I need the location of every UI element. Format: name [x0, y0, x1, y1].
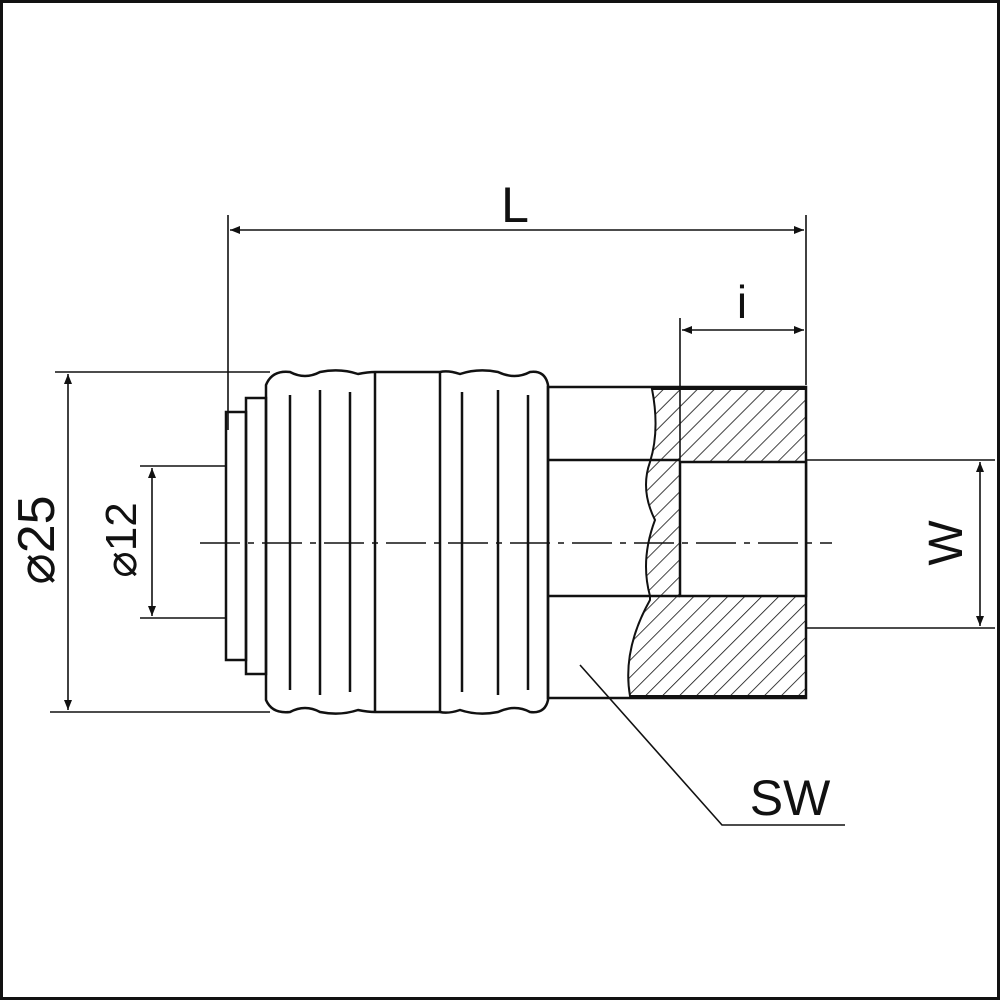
- thread-dimension: W: [806, 459, 995, 629]
- inner-diameter-label: ⌀12: [97, 502, 146, 577]
- inner-diameter-dimension: ⌀12: [97, 465, 226, 619]
- wrench-size-label: SW: [750, 770, 831, 826]
- outer-diameter-dimension: ⌀25: [8, 371, 270, 713]
- sleeve: [264, 369, 550, 715]
- thread-depth-label: i: [737, 276, 747, 328]
- length-dimension: L: [227, 177, 807, 430]
- thread-label: W: [920, 520, 973, 566]
- length-label: L: [501, 177, 529, 233]
- threaded-bore: [678, 460, 808, 598]
- front-seal-ring: [224, 410, 248, 662]
- section-hatching: [627, 388, 807, 697]
- wrench-size-callout: SW: [579, 664, 845, 826]
- outer-diameter-label: ⌀25: [8, 495, 66, 584]
- coupling-body: [224, 369, 808, 715]
